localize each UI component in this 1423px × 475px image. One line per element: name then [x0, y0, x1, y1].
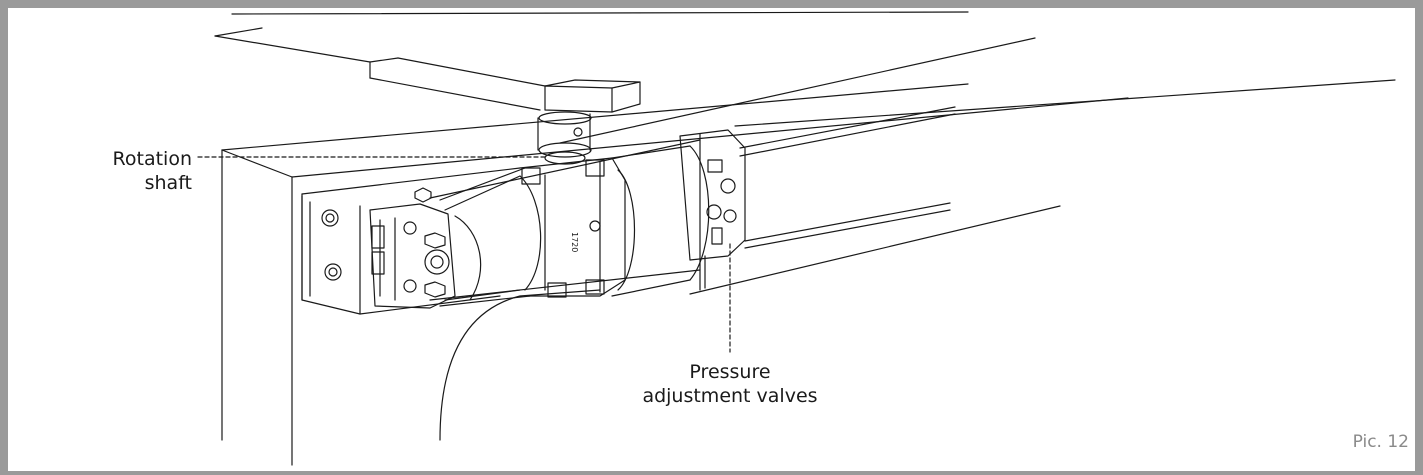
pressure-valves-label-line2: adjustment valves	[642, 385, 818, 407]
figure-number: Pic. 12	[1352, 432, 1409, 452]
center-block: 1720	[519, 157, 626, 298]
door-frame	[221, 11, 1396, 466]
right-end-cap	[679, 129, 746, 291]
rotation-shaft-label: Rotation shaft	[90, 147, 192, 195]
door-leaf-lines	[439, 106, 1061, 441]
left-end-cap	[369, 203, 456, 309]
pressure-valves-label-line1: Pressure	[689, 361, 771, 383]
arm-rail	[214, 27, 641, 165]
cylinder-left	[439, 167, 542, 307]
rotation-shaft-label-line1: Rotation	[112, 148, 192, 170]
cylinder-right	[429, 139, 710, 301]
unit-marking: 1720	[570, 232, 579, 252]
mounting-plate	[301, 167, 521, 315]
pressure-valves-label: Pressure adjustment valves	[640, 360, 820, 408]
callout-leaders	[197, 156, 731, 353]
rotation-shaft-label-line2: shaft	[144, 172, 192, 194]
